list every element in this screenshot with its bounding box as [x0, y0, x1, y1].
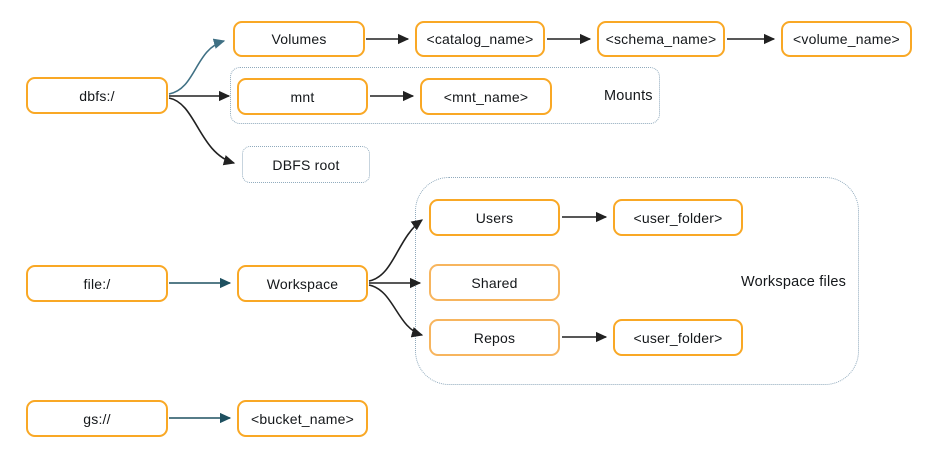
node-repos: Repos [429, 319, 560, 356]
node-mnt-name: <mnt_name> [420, 78, 552, 115]
node-users: Users [429, 199, 560, 236]
node-user-folder-top: <user_folder> [613, 199, 743, 236]
edge-dbfs-to-dbfs-root [168, 97, 236, 166]
workspace-files-group-label: Workspace files [741, 274, 847, 290]
node-volume-name: <volume_name> [781, 21, 912, 57]
node-catalog-name: <catalog_name> [415, 21, 545, 57]
node-schema-name: <schema_name> [597, 21, 725, 57]
node-dbfs: dbfs:/ [26, 77, 168, 114]
node-mnt: mnt [237, 78, 368, 115]
mounts-group-label: Mounts [604, 88, 653, 104]
mounts-group-container [230, 67, 660, 124]
node-gs: gs:// [26, 400, 168, 437]
node-dbfs-root: DBFS root [242, 146, 370, 183]
node-shared: Shared [429, 264, 560, 301]
node-user-folder-bottom: <user_folder> [613, 319, 743, 356]
node-file: file:/ [26, 265, 168, 302]
node-bucket-name: <bucket_name> [237, 400, 368, 437]
node-workspace: Workspace [237, 265, 368, 302]
edge-dbfs-to-volumes [168, 38, 226, 95]
node-volumes: Volumes [233, 21, 365, 57]
